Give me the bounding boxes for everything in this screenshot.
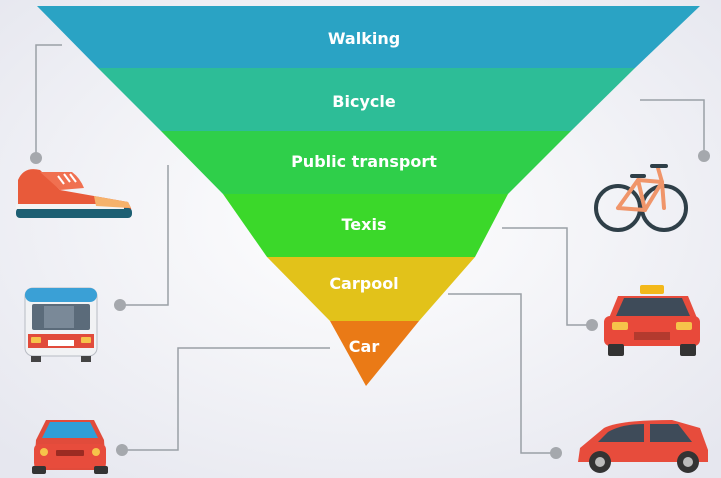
bicycle-icon <box>594 164 688 232</box>
hatchback-icon <box>578 420 708 473</box>
label-public-transport: Public transport <box>291 152 437 171</box>
connector-public-transport <box>120 165 169 306</box>
pyramid-level-walking <box>37 6 700 68</box>
taxi-icon <box>604 285 700 356</box>
connector-lines <box>35 44 705 454</box>
car-icon <box>32 420 108 474</box>
connector-car <box>122 347 330 451</box>
label-bicycle: Bicycle <box>332 92 396 111</box>
label-walking: Walking <box>328 29 400 48</box>
sneaker-icon <box>16 169 132 218</box>
label-carpool: Carpool <box>329 274 398 293</box>
pyramid-level-public-transport <box>161 131 571 194</box>
pyramid-level-carpool <box>267 257 475 321</box>
bus-icon <box>24 287 98 362</box>
label-car: Car <box>349 337 380 356</box>
label-texis: Texis <box>342 215 387 234</box>
connector-texis <box>502 227 592 326</box>
connector-dots <box>30 150 710 459</box>
connector-carpool <box>448 293 556 454</box>
pyramid-level-texis <box>223 194 508 257</box>
connector-bicycle <box>640 99 705 156</box>
connector-walking <box>35 44 62 158</box>
pyramid-level-bicycle <box>98 68 635 131</box>
pyramid-level-car <box>330 321 419 386</box>
